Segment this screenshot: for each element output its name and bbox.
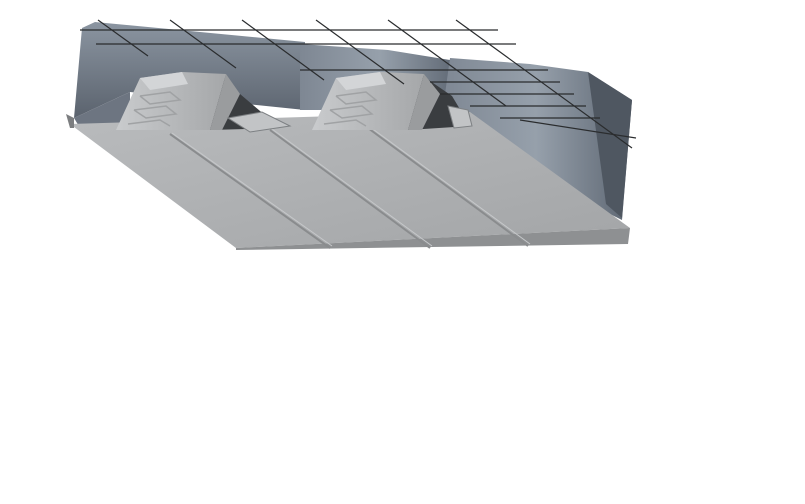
rib-emboss [133,105,178,119]
rib-emboss [323,119,367,127]
rib-top [336,72,386,90]
rib-emboss [335,91,378,105]
deck-soffit [70,112,630,248]
deck-left-edge [66,114,74,128]
leader-line [315,19,405,85]
leader-line [241,19,325,81]
rib-joint-clip [226,111,292,133]
concrete-slab-left-block [74,22,305,118]
deck-seam [169,133,331,249]
deck-rib-right [312,72,473,130]
deck-seam-highlight [369,126,531,245]
leader-line [169,19,237,69]
concrete-slab-shadow [74,92,130,128]
deck-seam-highlight [171,132,333,247]
concrete-slab-right-end-face [588,72,632,218]
rib-emboss [127,119,171,127]
deck-front-lip [236,228,630,250]
rib-side [210,74,240,130]
deck-seam [367,127,529,247]
leader-line [387,19,507,107]
deck-rib-left [116,72,292,133]
leader-line [455,19,633,149]
leader-line [97,19,149,57]
leader-lines [80,19,637,149]
rib-emboss [139,91,182,105]
rib-end-clip [447,105,473,129]
rib-emboss [329,105,374,119]
rib-top [140,72,188,90]
concrete-slab [74,22,632,220]
leader-line [519,119,637,139]
steel-deck [66,112,630,250]
deck-seam-highlight [271,128,433,247]
deck-seam [269,129,431,249]
rib-side [408,74,440,130]
concrete-slab-right-block [440,58,632,220]
